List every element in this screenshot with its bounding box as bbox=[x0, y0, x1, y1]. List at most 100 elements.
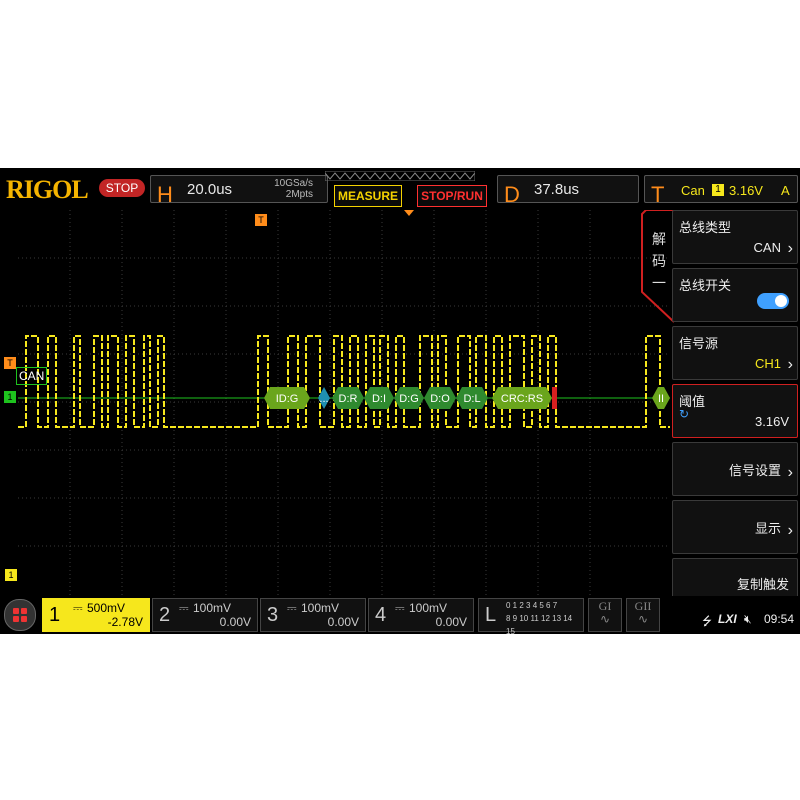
decode-packet: D:R bbox=[332, 387, 364, 409]
channel-scale: 100mV bbox=[409, 601, 448, 615]
horizontal-letter: H bbox=[157, 182, 173, 207]
decode-packet-label: CRC:RS bbox=[501, 393, 543, 405]
channel-coupling-icon: ⎓ bbox=[395, 601, 405, 615]
menu-item-bus-type[interactable]: 总线类型 CAN › bbox=[672, 210, 798, 264]
clock-time: 09:54 bbox=[764, 612, 795, 626]
menu-item-label: 总线类型 bbox=[679, 220, 732, 235]
generator2-button[interactable]: GII ∿ bbox=[626, 598, 660, 632]
channel1-panel[interactable]: 1 ⎓ 500mV -2.78V bbox=[42, 598, 150, 632]
channel-offset: 0.00V bbox=[327, 615, 359, 629]
knob-icon: ↻ bbox=[679, 407, 690, 421]
channel-coupling-icon: ⎓ bbox=[287, 601, 297, 615]
decode-packet-shape bbox=[424, 387, 456, 409]
decode-packet-shape bbox=[264, 387, 310, 409]
decode-packet-shape bbox=[492, 387, 552, 409]
channel-scale: 100mV bbox=[193, 601, 232, 615]
menu-item-label: 阈值 bbox=[679, 394, 706, 409]
decode-packet: ... bbox=[318, 387, 330, 409]
delay-value: 37.8us bbox=[534, 181, 580, 198]
channel-number: 4 bbox=[375, 604, 387, 626]
chevron-right-icon: › bbox=[787, 356, 793, 373]
delay-letter: D bbox=[504, 182, 520, 207]
decode-packet-shape bbox=[394, 387, 424, 409]
horizontal-panel[interactable]: H 20.0us 10GSa/s 2Mpts bbox=[150, 175, 328, 207]
trigger-panel[interactable]: T Can 1 3.16V A bbox=[644, 175, 798, 207]
timebase-value: 20.0us bbox=[187, 181, 233, 198]
logic-letter: L bbox=[485, 604, 497, 626]
generator-label: GI bbox=[598, 599, 612, 613]
channel-offset: -2.78V bbox=[107, 615, 143, 629]
trigger-mode: A bbox=[781, 183, 790, 198]
measure-button[interactable]: MEASURE bbox=[334, 185, 402, 207]
trigger-position-marker[interactable]: T bbox=[255, 214, 267, 226]
channel1-offset-marker[interactable]: 1 bbox=[4, 391, 16, 403]
channel-coupling-icon: ⎓ bbox=[179, 601, 189, 615]
bottom-channel-marker[interactable]: 1 bbox=[5, 569, 17, 581]
channel-offset: 0.00V bbox=[435, 615, 467, 629]
sine-wave-icon: ∿ bbox=[637, 612, 649, 626]
channel-number: 1 bbox=[49, 604, 61, 626]
decode-packet: D:O bbox=[424, 387, 456, 409]
decode-packet-shape bbox=[364, 387, 394, 409]
trigger-source-badge: 1 bbox=[712, 184, 724, 196]
decode-packet-label: ID:G bbox=[276, 393, 299, 405]
lxi-icon: LXI bbox=[718, 612, 737, 626]
trigger-level: 3.16V bbox=[729, 183, 763, 198]
decode-packet-shape bbox=[456, 387, 488, 409]
timebase-position-ticks bbox=[325, 171, 475, 181]
delay-panel[interactable]: D 37.8us bbox=[497, 175, 639, 207]
menu-bracket bbox=[641, 210, 675, 323]
channel3-panel[interactable]: 3 ⎓ 100mV 0.00V bbox=[260, 598, 366, 632]
channel-coupling-icon: ⎓ bbox=[73, 601, 83, 615]
decode-packet-label: D:R bbox=[339, 393, 358, 405]
decode-packet-label: D:L bbox=[463, 393, 480, 405]
menu-item-display[interactable]: 显示 › bbox=[672, 500, 798, 554]
menu-item-source[interactable]: 信号源 CH1 › bbox=[672, 326, 798, 380]
trigger-level-marker[interactable]: T bbox=[4, 357, 16, 369]
channel-number: 3 bbox=[267, 604, 279, 626]
speaker-muted-icon[interactable]: 🔇︎ bbox=[744, 612, 752, 626]
menu-item-value: CH1 bbox=[754, 356, 781, 371]
decode-packet-shape bbox=[318, 387, 330, 409]
channel-offset: 0.00V bbox=[219, 615, 251, 629]
stop-run-button[interactable]: STOP/RUN bbox=[417, 185, 487, 207]
menu-title-char: 解 bbox=[652, 231, 666, 247]
channel1-waveform bbox=[18, 335, 670, 428]
home-menu-button[interactable] bbox=[4, 599, 36, 631]
decode-packet-label: II bbox=[658, 393, 664, 405]
menu-title-char: 码 bbox=[652, 253, 666, 269]
channel-scale: 500mV bbox=[87, 601, 126, 615]
channel2-panel[interactable]: 2 ⎓ 100mV 0.00V bbox=[152, 598, 258, 632]
generator-label: GII bbox=[634, 599, 652, 613]
decode-packet-label: ... bbox=[319, 393, 328, 405]
frame-end-marker bbox=[552, 387, 557, 409]
logic-row-upper: 0 1 2 3 4 5 6 7 bbox=[506, 601, 558, 610]
decode-packet: II bbox=[652, 387, 670, 409]
channel4-panel[interactable]: 4 ⎓ 100mV 0.00V bbox=[368, 598, 474, 632]
generator1-button[interactable]: GI ∿ bbox=[588, 598, 622, 632]
menu-item-threshold[interactable]: 阈值 ↻ 3.16V bbox=[672, 384, 798, 438]
menu-item-signal-settings[interactable]: 信号设置 › bbox=[672, 442, 798, 496]
logic-row-lower: 8 9 10 11 12 13 14 15 bbox=[506, 614, 573, 634]
bus-toggle-switch[interactable] bbox=[757, 293, 789, 309]
decode-packet-shape bbox=[652, 387, 670, 409]
logic-channels: 0 1 2 3 4 5 6 7 8 9 10 11 12 13 14 15 bbox=[506, 599, 578, 634]
menu-item-value: CAN bbox=[753, 240, 781, 255]
logic-panel[interactable]: L bbox=[478, 598, 584, 632]
oscilloscope-screen: RIGOL STOP H 20.0us 10GSa/s 2Mpts MEASUR… bbox=[0, 168, 800, 634]
top-bar: RIGOL STOP H 20.0us 10GSa/s 2Mpts MEASUR… bbox=[0, 168, 800, 208]
ch1-trace bbox=[18, 335, 670, 428]
decode-bus-label: CAN bbox=[16, 367, 48, 385]
menu-item-bus-switch[interactable]: 总线开关 bbox=[672, 268, 798, 322]
decode-menu: 总线类型 CAN › 总线开关 信号源 CH1 › 阈值 ↻ 3.16V 信号设… bbox=[672, 210, 800, 606]
usb-icon: ⭍ bbox=[702, 614, 712, 628]
channel-scale: 100mV bbox=[301, 601, 340, 615]
sample-rate: 10GSa/s bbox=[274, 178, 313, 189]
decode-packet-shape bbox=[332, 387, 364, 409]
chevron-right-icon: › bbox=[787, 522, 793, 539]
bottom-bar: 1 ⎓ 500mV -2.78V 2 ⎓ 100mV 0.00V 3 ⎓ 100… bbox=[0, 596, 800, 634]
run-state-badge[interactable]: STOP bbox=[99, 179, 145, 197]
sine-wave-icon: ∿ bbox=[599, 612, 611, 626]
